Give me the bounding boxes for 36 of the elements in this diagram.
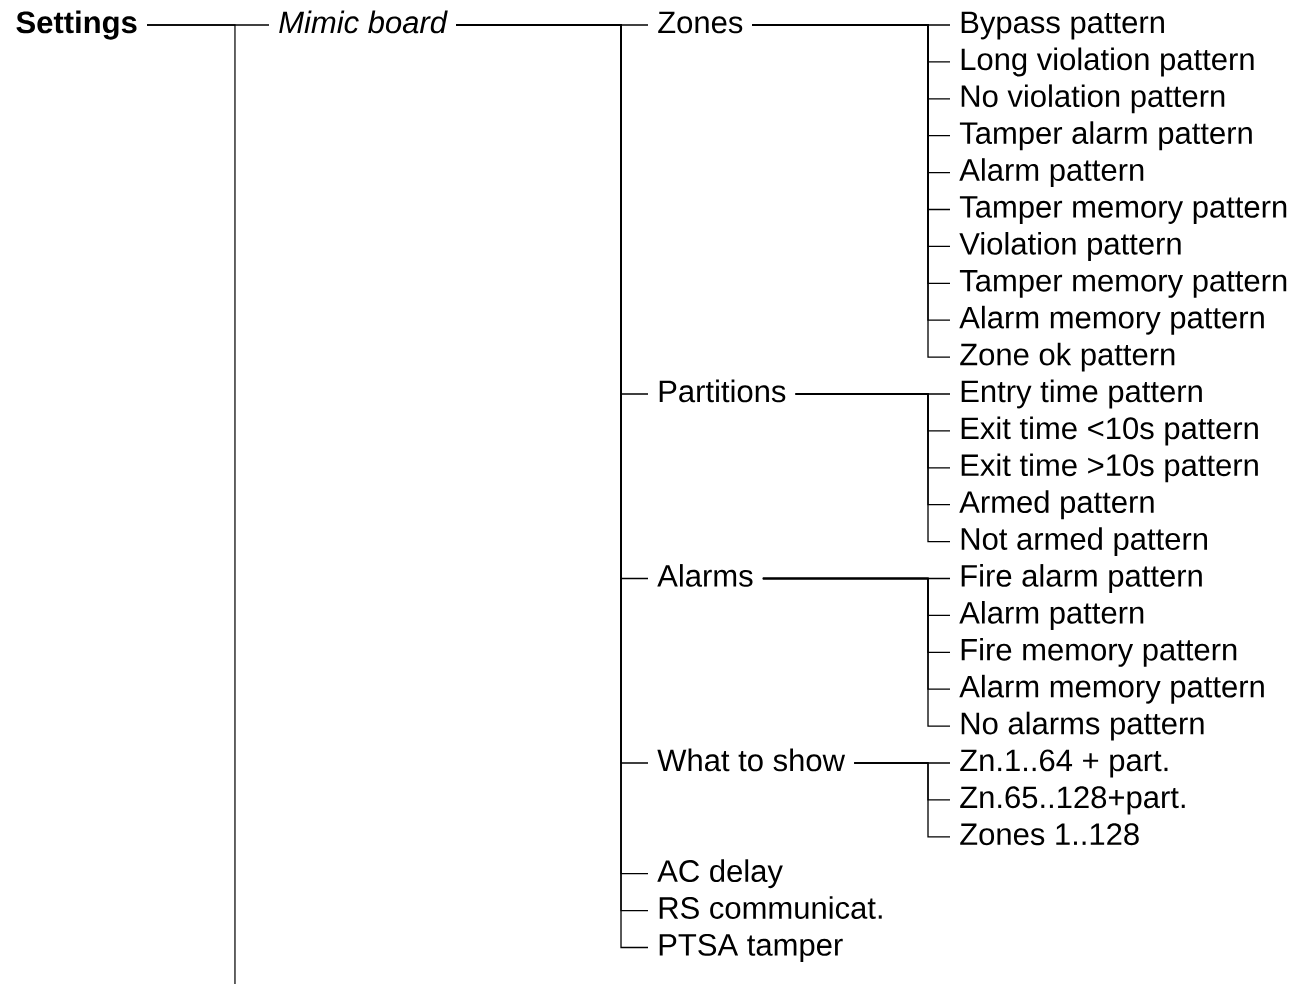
tree-item-label: Exit time <10s pattern	[961, 416, 1258, 446]
tree-item-label: Zn.65..128+part.	[960, 786, 1185, 815]
tree-connector	[853, 762, 951, 838]
tree-item-label: Zones 1..128	[960, 823, 1139, 846]
tree-item-label: Long violation pattern	[961, 47, 1254, 77]
tree-item-label: No alarms pattern	[961, 711, 1204, 741]
tree-item-label: Zones	[658, 11, 743, 34]
tree-item-label: Alarm memory pattern	[959, 674, 1264, 704]
tree-item-label: Mimic board	[279, 10, 448, 34]
tree-item-label: Tamper memory pattern	[959, 270, 1287, 298]
tree-item-label: Alarm pattern	[959, 158, 1144, 188]
tree-item-label: Fire alarm pattern	[961, 564, 1202, 593]
tree-item-label: Exit time >10s pattern	[961, 453, 1258, 483]
tree-item-label: PTSA tamper	[659, 933, 843, 962]
tree-item-label: No violation pattern	[961, 84, 1225, 114]
tree-item-label: RS communicat.	[659, 896, 882, 919]
tree-item-label: Alarm memory pattern	[959, 305, 1264, 335]
tree-connector	[795, 393, 951, 543]
tree-connector	[146, 24, 236, 984]
tree-item-label: AC delay	[657, 859, 783, 889]
tree-item-label: Tamper alarm pattern	[959, 121, 1252, 151]
tree-item-label: Fire memory pattern	[961, 637, 1237, 667]
tree-item-label: Zone ok pattern	[960, 342, 1175, 372]
tree-item-label: Violation pattern	[959, 232, 1181, 261]
tree-item-label: Tamper memory pattern	[959, 196, 1287, 224]
tree-item-label: Bypass pattern	[961, 11, 1164, 40]
tree-item-label: Partitions	[659, 379, 786, 403]
tree-item-label: Alarms	[657, 564, 753, 587]
tree-item-label: Not armed pattern	[961, 527, 1207, 557]
tree-item-label: Settings	[16, 10, 137, 40]
tree-item-label: What to show	[657, 748, 846, 772]
tree-item-label: Zn.1..64 + part.	[960, 749, 1168, 778]
tree-connector	[762, 577, 951, 727]
tree-item-label: Alarm pattern	[959, 601, 1144, 630]
tree-item-label: Entry time pattern	[961, 379, 1202, 409]
tree-item-label: Armed pattern	[959, 490, 1154, 520]
